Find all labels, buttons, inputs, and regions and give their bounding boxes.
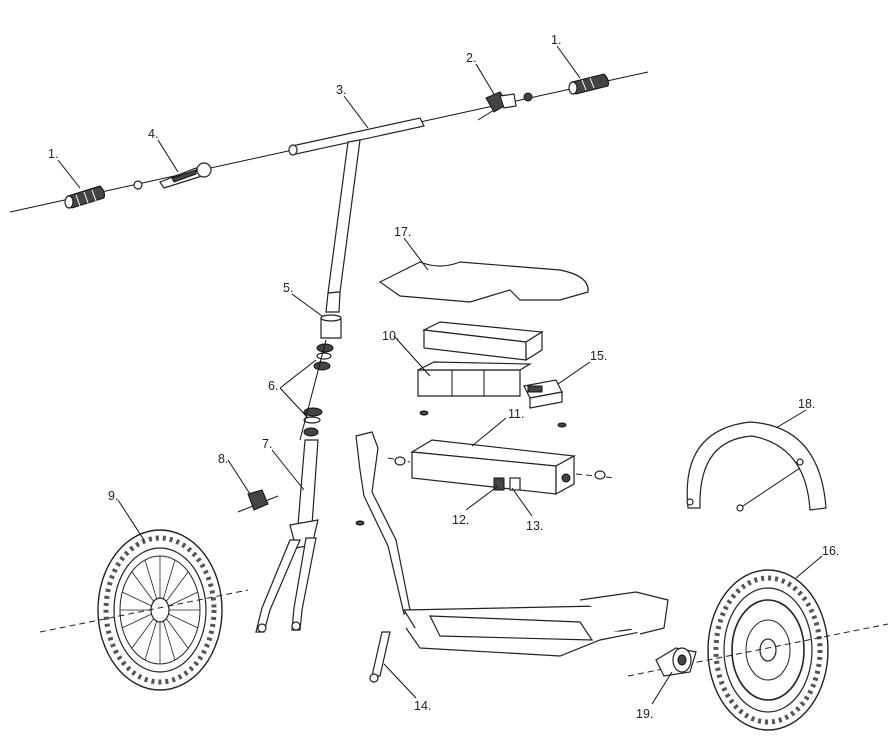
label-part-4: 4. (148, 127, 158, 141)
deck-plate (378, 261, 589, 303)
collar-left (133, 180, 143, 190)
screws (355, 410, 567, 526)
rear-wheel (707, 569, 829, 731)
label-part-2: 2. (466, 51, 476, 65)
steerer-axis-line (299, 339, 327, 441)
leader-lines (57, 45, 823, 705)
charge-port (509, 477, 521, 491)
rear-sprocket (655, 647, 697, 677)
front-axle-line (39, 589, 249, 633)
label-part-15: 15. (590, 349, 607, 363)
right-grip (568, 73, 609, 95)
label-part-12: 12. (452, 513, 469, 527)
headset-bearings (303, 343, 334, 437)
label-part-3: 3. (336, 83, 346, 97)
controller (523, 379, 563, 409)
label-part-9: 9. (108, 489, 118, 503)
battery-holder (421, 321, 544, 362)
label-part-7: 7. (262, 437, 272, 451)
label-part-1-right: 1. (551, 33, 561, 47)
part-labels: 1. 1. 2. 3. 4. 5. 6. 7. 8. 9. 10. 11. 12… (48, 33, 839, 721)
clamp-collar (320, 314, 342, 339)
handlebar-t-bar (288, 117, 425, 313)
label-part-16: 16. (822, 544, 839, 558)
battery-pack (417, 361, 533, 397)
front-wheel (97, 529, 223, 691)
throttle (477, 91, 533, 121)
label-part-13: 13. (526, 519, 543, 533)
label-part-1-left: 1. (48, 147, 58, 161)
label-part-6: 6. (268, 379, 278, 393)
main-frame (355, 431, 669, 657)
front-fork (255, 439, 319, 633)
label-part-11: 11. (508, 407, 524, 421)
label-part-8: 8. (218, 452, 228, 466)
label-part-18: 18. (798, 397, 815, 411)
battery-box (410, 439, 576, 496)
label-part-5: 5. (283, 281, 293, 295)
box-left-washer (394, 456, 406, 466)
kickstand (369, 631, 391, 683)
label-part-14: 14. (414, 699, 431, 713)
label-part-19: 19. (636, 707, 653, 721)
power-switch (493, 477, 505, 491)
label-part-10: 10. (382, 329, 399, 343)
label-part-17: 17. (394, 225, 411, 239)
brake-caliper (237, 489, 279, 513)
box-right-washer (594, 470, 606, 480)
left-grip (64, 185, 105, 209)
rear-fender (686, 421, 827, 512)
brake-lever (159, 162, 212, 189)
